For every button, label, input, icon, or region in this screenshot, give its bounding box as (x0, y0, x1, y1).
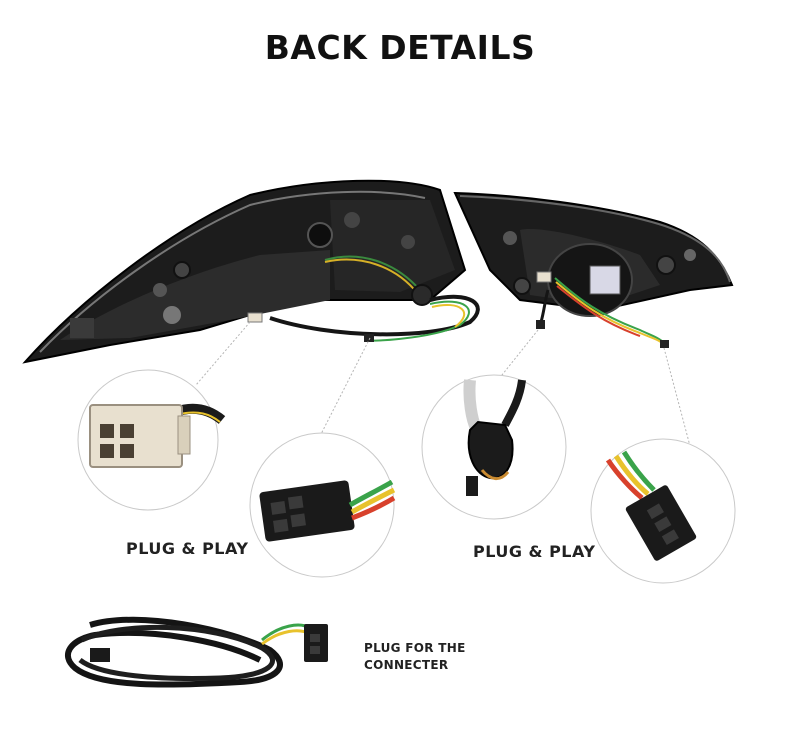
plug-and-play-label-right: PLUG & PLAY (473, 542, 596, 561)
extension-cable (65, 616, 328, 688)
plug-note-line-1: PLUG FOR THE (364, 641, 466, 655)
right-tail-light (453, 191, 734, 348)
detail-circle-black-connector (249, 432, 396, 578)
left-tail-light (22, 179, 480, 364)
detail-circle-3pin-connector (590, 438, 736, 584)
detail-circle-bulb-socket (421, 374, 567, 520)
leader-lines (195, 321, 691, 447)
plug-for-connecter-label: PLUG FOR THE CONNECTER (364, 640, 524, 674)
plug-note-line-2: CONNECTER (364, 658, 449, 672)
detail-circle-beige-connector (77, 369, 226, 511)
plug-and-play-label-left: PLUG & PLAY (126, 539, 249, 558)
page-title: BACK DETAILS (264, 28, 536, 67)
